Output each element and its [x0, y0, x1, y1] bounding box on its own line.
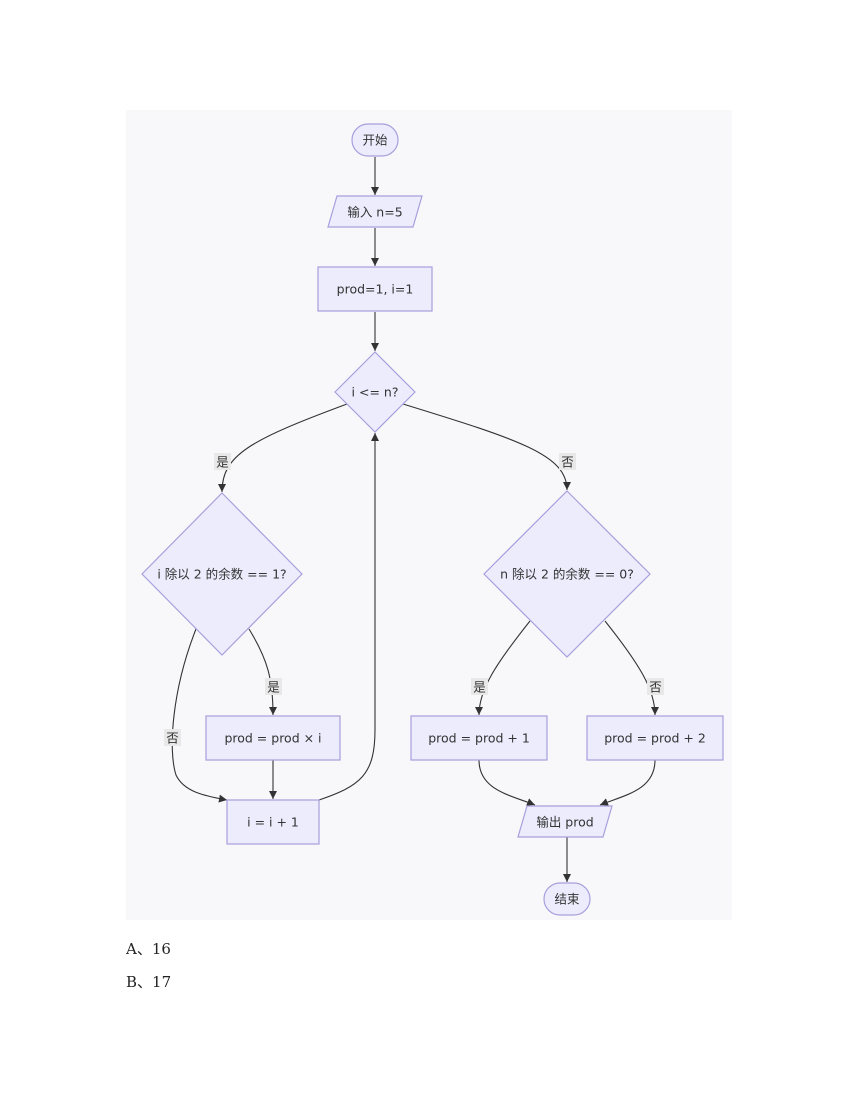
edge-label-loop-yes-text: 是 — [216, 455, 229, 470]
edge-inc-loop — [318, 433, 379, 801]
edge-label-even-no: 否 — [647, 678, 664, 695]
node-init: prod=1, i=1 — [317, 266, 433, 312]
node-plus-two: prod = prod + 2 — [586, 715, 724, 761]
edge-label-odd-no-text: 否 — [166, 731, 179, 746]
node-plus-one-label: prod = prod + 1 — [428, 731, 530, 746]
option-a: A、16 — [126, 940, 171, 958]
node-plus-one: prod = prod + 1 — [410, 715, 548, 761]
edge-label-loop-yes: 是 — [214, 453, 231, 470]
edge-label-odd-yes: 是 — [265, 678, 282, 695]
node-end: 结束 — [543, 882, 591, 916]
edge-even-yes — [475, 620, 531, 716]
edge-label-even-no-text: 否 — [649, 680, 662, 695]
edge-label-even-yes: 是 — [471, 678, 488, 695]
edge-odd-no — [171, 628, 228, 803]
edge-label-odd-yes-text: 是 — [267, 680, 280, 695]
node-odd-condition: i 除以 2 的余数 == 1? — [141, 492, 303, 656]
node-multiply-label: prod = prod × i — [224, 731, 321, 746]
node-input: 输入 n=5 — [327, 195, 423, 228]
node-even-condition-label: n 除以 2 的余数 == 0? — [500, 567, 634, 582]
edge-odd-yes — [248, 628, 277, 716]
node-init-label: prod=1, i=1 — [337, 282, 414, 297]
node-increment: i = i + 1 — [226, 799, 320, 845]
node-loop-condition: i <= n? — [334, 351, 416, 433]
edge-loop-no — [402, 403, 571, 491]
edge-plus1-output — [478, 759, 536, 806]
edge-even-no — [604, 620, 659, 716]
edge-plus2-output — [599, 759, 656, 806]
node-start-label: 开始 — [362, 133, 388, 148]
node-input-label: 输入 n=5 — [347, 205, 402, 220]
edge-loop-yes — [218, 403, 348, 493]
edge-label-even-yes-text: 是 — [473, 680, 486, 695]
node-odd-condition-label: i 除以 2 的余数 == 1? — [157, 567, 286, 582]
node-start: 开始 — [351, 123, 399, 157]
node-multiply: prod = prod × i — [205, 715, 341, 761]
node-output: 输出 prod — [517, 805, 613, 838]
node-end-label: 结束 — [554, 892, 580, 907]
node-output-label: 输出 prod — [536, 815, 593, 830]
edge-label-odd-no: 否 — [164, 729, 181, 746]
node-even-condition: n 除以 2 的余数 == 0? — [483, 490, 651, 658]
option-b: B、17 — [126, 973, 172, 991]
node-plus-two-label: prod = prod + 2 — [604, 731, 706, 746]
edge-label-loop-no-text: 否 — [561, 455, 574, 470]
node-increment-label: i = i + 1 — [247, 815, 299, 830]
edge-label-loop-no: 否 — [559, 453, 576, 470]
node-loop-condition-label: i <= n? — [352, 385, 399, 400]
